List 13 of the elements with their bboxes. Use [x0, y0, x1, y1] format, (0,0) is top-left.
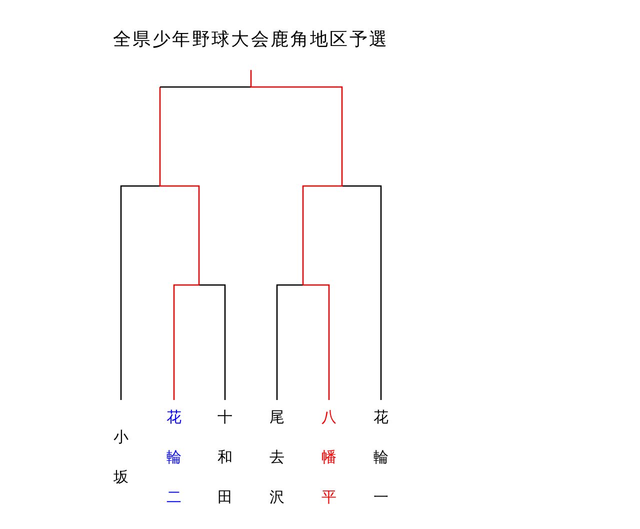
team-name: 花輪二: [164, 400, 184, 505]
bracket-line: [276, 284, 303, 400]
bracket-line: [342, 185, 382, 400]
bracket-line: [303, 284, 330, 400]
team-name: 十和田: [215, 400, 235, 505]
team-name: 小坂: [111, 400, 131, 505]
team-name: 八幡平: [319, 400, 339, 505]
team-name: 花輪一: [371, 400, 391, 505]
bracket-line: [199, 284, 226, 400]
bracket-line: [173, 284, 199, 400]
bracket-line: [120, 185, 160, 400]
diagram-title: 全県少年野球大会鹿角地区予選: [113, 29, 389, 51]
team-name: 尾去沢: [267, 400, 287, 505]
